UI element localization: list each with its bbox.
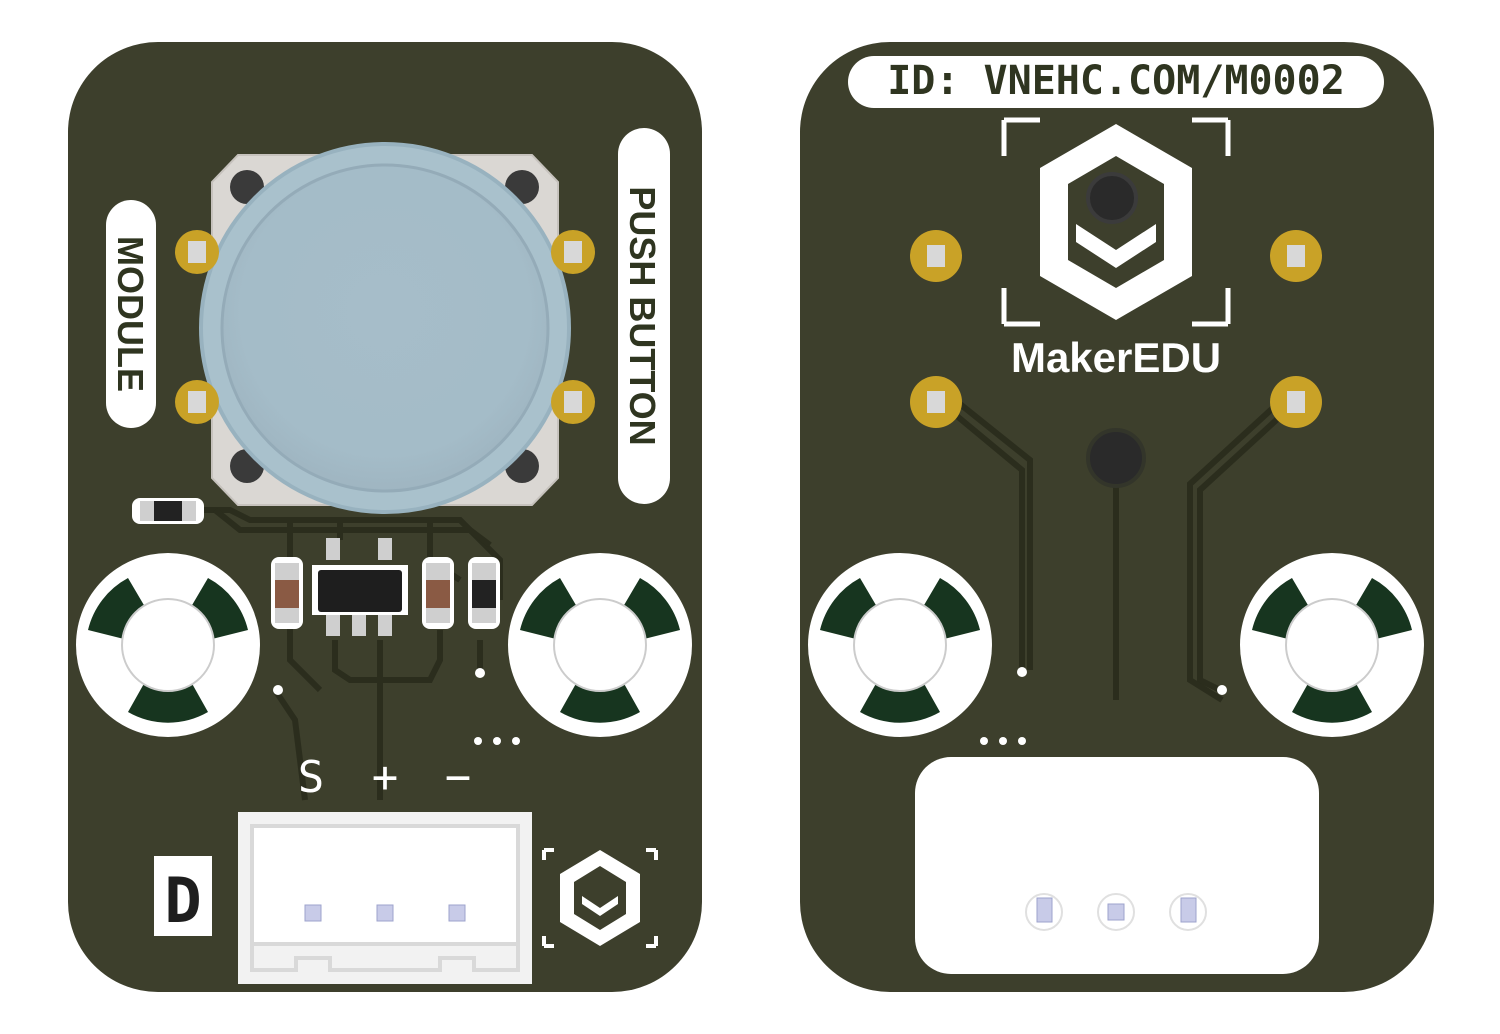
mounting-hole-icon bbox=[808, 553, 992, 737]
type-mark: D bbox=[164, 864, 201, 937]
vias bbox=[980, 667, 1227, 745]
switch-pins bbox=[175, 230, 595, 424]
tactile-button-icon[interactable] bbox=[199, 142, 571, 514]
mounting-hole-icon bbox=[1240, 553, 1424, 737]
front-board: MODULE PUSH BUTTON bbox=[68, 42, 702, 992]
id-label-badge: ID: VNEHC.COM/M0002 bbox=[848, 56, 1384, 108]
back-traces bbox=[938, 393, 1299, 703]
pin-label-vcc: + bbox=[372, 752, 399, 803]
smd-capacitor-1 bbox=[271, 557, 303, 629]
pin-label-signal: S bbox=[298, 752, 325, 803]
makeredu-logo-icon bbox=[1001, 117, 1231, 327]
pin-label-gnd: − bbox=[445, 752, 472, 803]
type-mark-badge: D bbox=[154, 856, 212, 937]
vias bbox=[273, 668, 520, 745]
smd-resistor-top bbox=[132, 498, 204, 524]
pin-labels: S + − bbox=[298, 752, 472, 803]
ic-chip bbox=[312, 538, 408, 636]
back-board: ID: VNEHC.COM/M0002 MakerEDU bbox=[800, 42, 1434, 992]
id-label: ID: VNEHC.COM/M0002 bbox=[887, 58, 1345, 104]
mounting-hole-icon bbox=[76, 553, 260, 737]
smd-resistor-2 bbox=[468, 557, 500, 629]
back-pads bbox=[910, 230, 1322, 488]
push-button-label: PUSH BUTTON bbox=[622, 186, 663, 445]
jst-connector-icon[interactable] bbox=[238, 812, 532, 984]
push-button-label-badge: PUSH BUTTON bbox=[618, 128, 670, 504]
mounting-hole-icon bbox=[508, 553, 692, 737]
button-cap[interactable] bbox=[220, 163, 550, 493]
brand-label: MakerEDU bbox=[1011, 334, 1221, 381]
smd-capacitor-2 bbox=[422, 557, 454, 629]
module-label-badge: MODULE bbox=[106, 200, 156, 428]
module-label: MODULE bbox=[110, 236, 151, 392]
makeredu-logo-icon bbox=[542, 848, 658, 948]
connector-footprint bbox=[915, 757, 1319, 974]
